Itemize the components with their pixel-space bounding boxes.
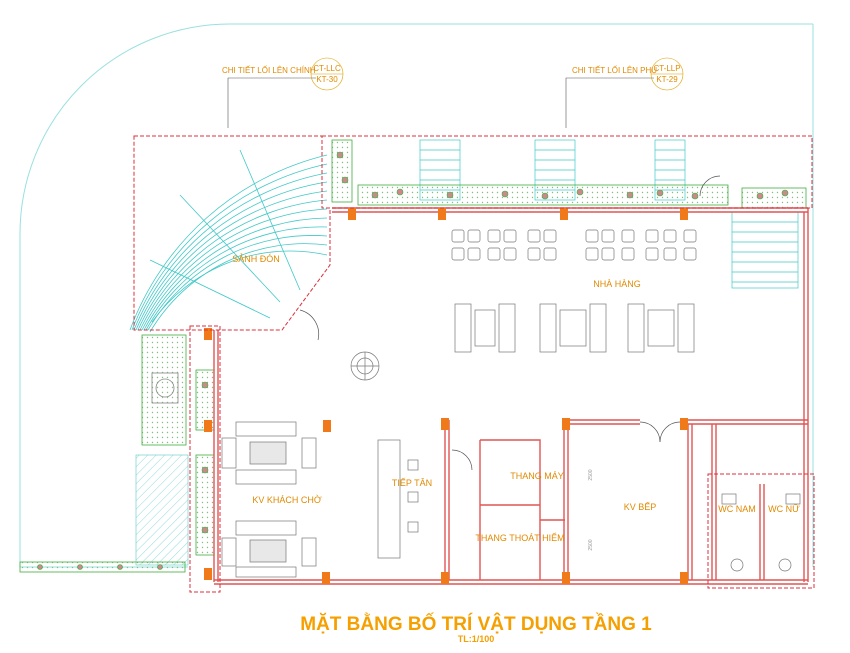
room-fire-stair: THANG THOÁT HIỂM [475, 532, 564, 543]
plant-symbols [37, 151, 789, 570]
room-wc-men: WC NAM [718, 504, 756, 514]
section-boundaries [133, 135, 815, 593]
drawing-title: MẶT BẰNG BỐ TRÍ VẬT DỤNG TẦNG 1 [300, 613, 652, 635]
side-entry-callout-sheet: KT-29 [656, 75, 678, 84]
side-stair [419, 139, 799, 289]
main-entry-callout-code: CT-LLC [313, 64, 341, 73]
room-waiting: KV KHÁCH CHỜ [252, 495, 322, 505]
side-entry-callout-text: CHI TIẾT LỐI LÊN PHỤ [572, 65, 657, 75]
room-reception: TIẾP TÂN [392, 478, 432, 488]
room-elevator: THANG MÁY [510, 471, 564, 481]
restaurant-tables [451, 229, 697, 353]
walls [213, 207, 809, 585]
doors [299, 175, 721, 471]
exterior-paving [135, 334, 189, 566]
entrance-steps [129, 149, 328, 333]
room-wc-women: WC NỮ [768, 504, 800, 514]
drawing-scale: TL:1/100 [458, 634, 495, 644]
columns [204, 208, 688, 584]
toilets [721, 493, 801, 572]
planting [19, 139, 807, 573]
dimension-label: 2500 [588, 539, 594, 550]
dimension-label: 2500 [588, 469, 594, 480]
lounge-furniture [221, 351, 419, 578]
side-entry-callout-code: CT-LLP [653, 64, 680, 73]
callout-leaders [227, 57, 684, 128]
site-boundary [19, 23, 814, 568]
main-entry-callout-text: CHI TIẾT LỐI LÊN CHÍNH [222, 65, 316, 75]
room-lobby: SẢNH ĐÓN [232, 253, 280, 264]
main-entry-callout-sheet: KT-30 [316, 75, 338, 84]
room-restaurant: NHÀ HÀNG [593, 279, 641, 289]
room-kitchen: KV BẾP [624, 502, 657, 512]
